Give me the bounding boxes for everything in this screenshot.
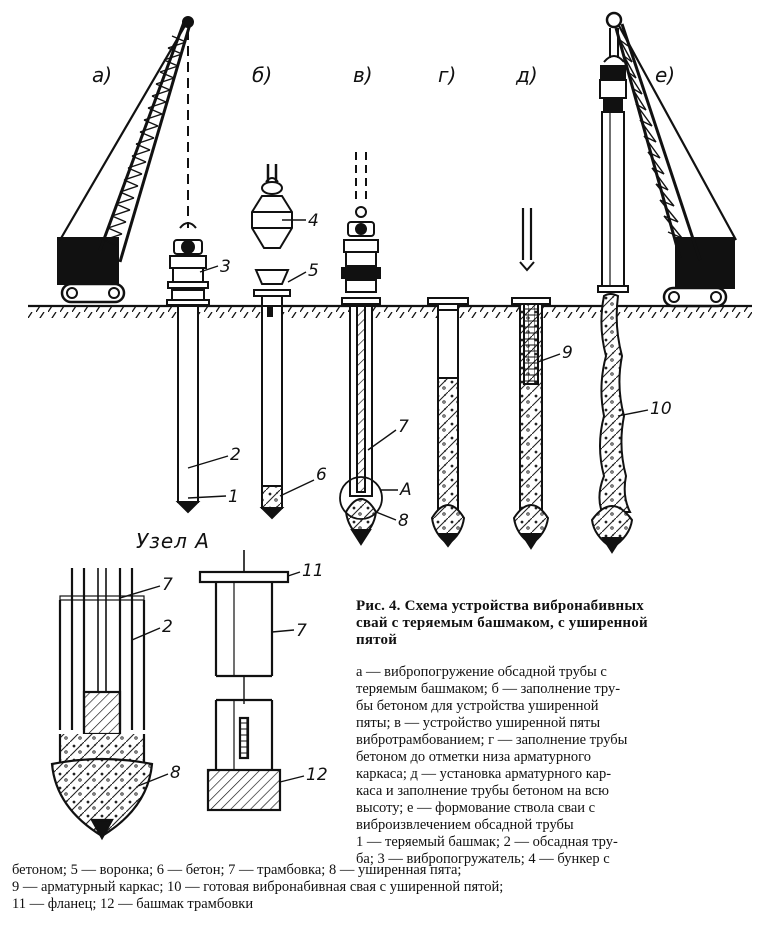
caption-body-line: высоту; е — формование ствола сваи с bbox=[356, 800, 596, 816]
caption-body-line: теряемым башмаком; б — заполнение тру- bbox=[356, 681, 621, 697]
rammer-callout-12: 12 bbox=[306, 765, 328, 785]
figure-caption-legend-tail: бетоном; 5 — воронка; 6 — бетон; 7 — тра… bbox=[12, 862, 758, 913]
callout-1: 1 bbox=[228, 487, 239, 507]
callout-10: 10 bbox=[650, 399, 672, 419]
rammer-callout-11: 11 bbox=[302, 561, 324, 581]
stage-b-hopper bbox=[251, 164, 293, 520]
caption-body-line: бы бетоном для устройства уширенной bbox=[356, 698, 599, 714]
caption-body-line: каркаса; д — установка арматурного кар- bbox=[356, 766, 612, 782]
figure-caption-body: а — вибропогружение обсадной трубы с тер… bbox=[356, 664, 756, 868]
detail-a-callout-8: 8 bbox=[170, 763, 181, 783]
ground-surface bbox=[28, 304, 752, 318]
caption-title-line: Рис. 4. Схема устройства вибронабивных bbox=[356, 598, 644, 614]
caption-body-line: бетоном до отметки низа арматурного bbox=[356, 749, 591, 765]
caption-tail-line: бетоном; 5 — воронка; 6 — бетон; 7 — тра… bbox=[12, 862, 462, 878]
stage-label-g: г) bbox=[438, 63, 456, 87]
caption-body-line: ба; 3 — вибропогружатель; 4 — бункер с bbox=[356, 851, 610, 867]
callout-7: 7 bbox=[398, 417, 409, 437]
stage-a-casing bbox=[166, 222, 210, 514]
caption-tail-line: 9 — арматурный каркас; 10 — готовая вибр… bbox=[12, 879, 504, 895]
stage-v-rammer bbox=[339, 152, 383, 546]
figure-caption-title: Рис. 4. Схема устройства вибронабивных с… bbox=[356, 598, 756, 649]
stage-e-pile bbox=[590, 55, 634, 554]
caption-body-line: а — вибропогружение обсадной трубы с bbox=[356, 664, 607, 680]
stage-label-a: а) bbox=[92, 63, 112, 87]
rammer-callout-7: 7 bbox=[296, 621, 307, 641]
caption-title-line: свай с теряемым башмаком, с уширенной bbox=[356, 615, 648, 631]
rammer-detail bbox=[198, 550, 290, 812]
crane-right bbox=[605, 11, 737, 308]
stage-label-e: е) bbox=[655, 63, 675, 87]
caption-body-line: каса и заполнение трубы бетоном на всю bbox=[356, 783, 609, 799]
detail-a bbox=[50, 568, 154, 841]
crane-left bbox=[57, 16, 194, 304]
stage-label-b: б) bbox=[252, 63, 272, 87]
stage-g-filled bbox=[427, 297, 469, 548]
caption-body-line: виброизвлечением обсадной трубы bbox=[356, 817, 574, 833]
callout-8: 8 bbox=[398, 511, 409, 531]
detail-a-leaders bbox=[119, 585, 169, 787]
stage-d-cage bbox=[511, 208, 551, 550]
callout-6: 6 bbox=[316, 465, 327, 485]
stage-label-v: в) bbox=[353, 63, 373, 87]
callout-2: 2 bbox=[230, 445, 241, 465]
detail-a-callout-2: 2 bbox=[162, 617, 173, 637]
caption-title-line: пятой bbox=[356, 632, 398, 648]
callout-5: 5 bbox=[308, 261, 319, 281]
callout-4: 4 bbox=[308, 211, 319, 231]
detail-title: Узел А bbox=[136, 529, 210, 553]
detail-a-callout-7: 7 bbox=[162, 575, 173, 595]
callout-3: 3 bbox=[220, 257, 231, 277]
callout-9: 9 bbox=[562, 343, 573, 363]
rammer-detail-leaders bbox=[271, 571, 305, 783]
stage-label-d: д) bbox=[515, 63, 538, 87]
caption-tail-line: 11 — фланец; 12 — башмак трамбовки bbox=[12, 896, 254, 912]
caption-body-line: 1 — теряемый башмак; 2 — обсадная тру- bbox=[356, 834, 618, 850]
callout-A: А bbox=[399, 480, 412, 500]
caption-body-line: пяты; в — устройство уширенной пяты bbox=[356, 715, 601, 731]
caption-body-line: вибротрамбованием; г — заполнение трубы bbox=[356, 732, 628, 748]
callout-leaders bbox=[187, 219, 649, 521]
